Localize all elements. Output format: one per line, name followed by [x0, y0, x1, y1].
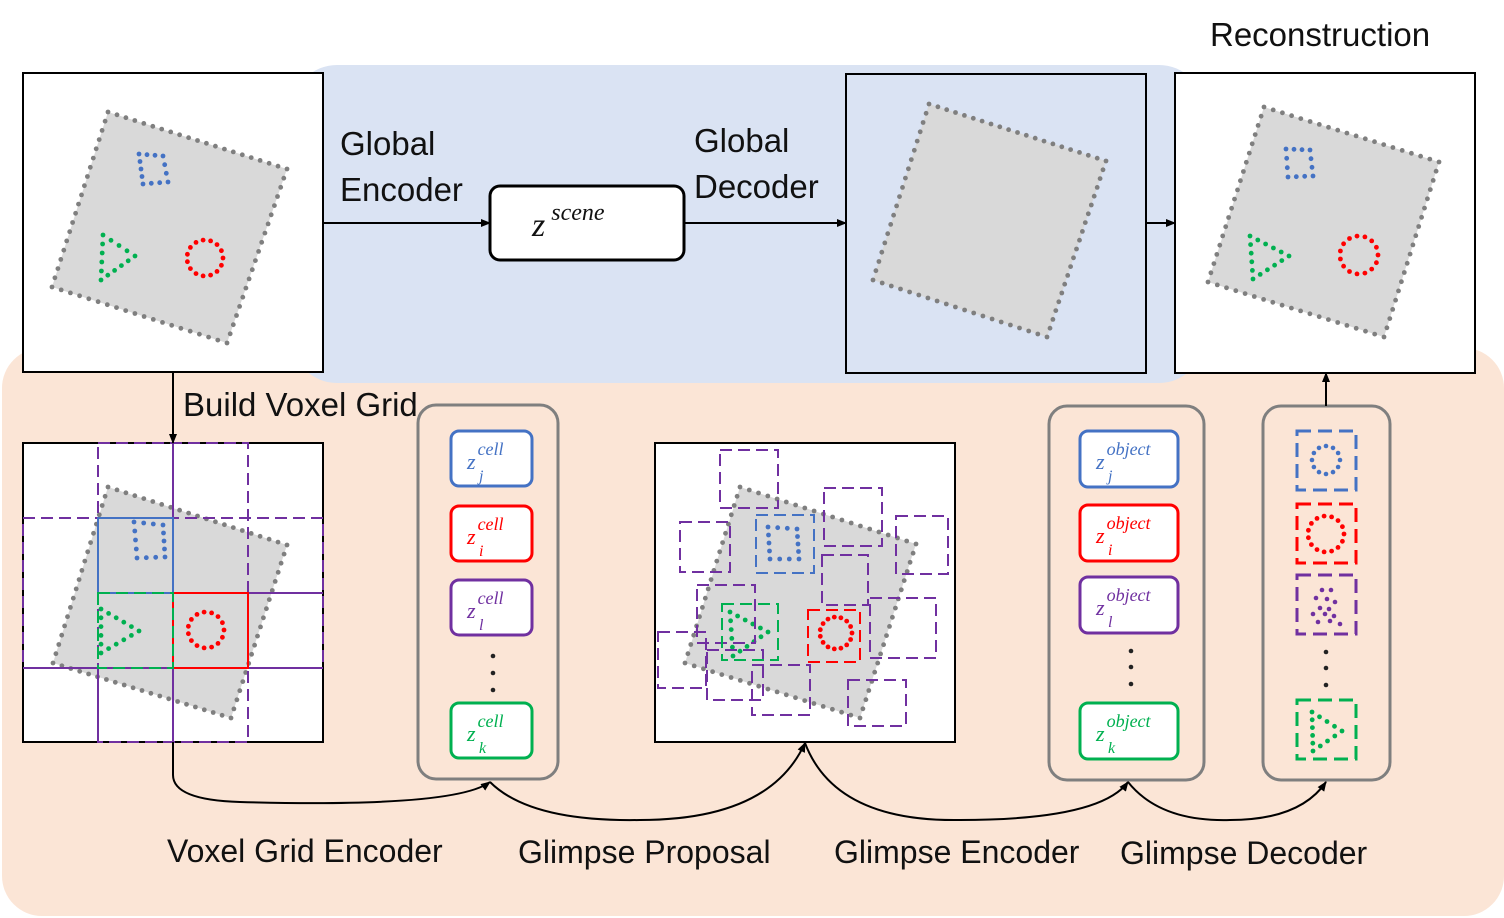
ellipsis-dots [490, 648, 1329, 693]
decoded-red-circle [1306, 513, 1347, 555]
green-triangle-object [98, 606, 142, 656]
proposal-box-blue [755, 514, 815, 574]
scene-border-dots [1205, 104, 1442, 340]
decoded-glimpse-blue [1295, 429, 1358, 492]
build-voxel-grid-label: Build Voxel Grid [183, 386, 418, 423]
arrow-glimpse-decoder [1127, 781, 1327, 822]
decoded-glimpse-red [1295, 502, 1358, 565]
proposal-box-green [721, 603, 779, 661]
glimpse-encoder-label: Glimpse Encoder [834, 834, 1080, 870]
proposal-box [823, 487, 883, 547]
glimpse-proposal-boxes [657, 449, 949, 727]
green-triangle-object [98, 232, 138, 283]
reconstruction-frame [1174, 72, 1476, 374]
glimpse-proposal-label: Glimpse Proposal [518, 834, 771, 870]
global-encoder-label-line1: Global [340, 125, 435, 162]
scene-background [53, 487, 287, 718]
decoded-glimpses [1295, 429, 1358, 761]
red-circle-object [186, 609, 227, 651]
blue-square-object [1283, 146, 1316, 180]
reconstruction-label: Reconstruction [1210, 16, 1430, 53]
voxel-grid-encoder-label: Voxel Grid Encoder [167, 833, 443, 869]
scene-border-dots [50, 484, 290, 721]
scene-background [873, 104, 1106, 337]
red-circle-object [1338, 233, 1381, 277]
blue-square-object [131, 519, 168, 561]
decoded-purple-noise [1310, 587, 1343, 627]
decoded-green-triangle [1309, 709, 1345, 754]
proposal-box [847, 679, 907, 727]
voxel-scene [50, 484, 290, 721]
decoded-blue-square [1309, 443, 1343, 477]
scene-border-dots [682, 484, 919, 721]
proposal-box [696, 584, 756, 644]
proposal-box [821, 554, 869, 606]
green-triangle-object [727, 609, 771, 659]
green-triangle-object [1247, 233, 1292, 282]
global-encoder-label-line2: Encoder [340, 171, 463, 208]
global-decoder-label-line1: Global [694, 122, 789, 159]
blue-square-object [136, 151, 171, 187]
scene-background [52, 112, 287, 343]
arrow-voxel-grid-encoder [172, 742, 491, 805]
scene-border-dots [870, 101, 1109, 340]
blue-square-object [765, 524, 802, 562]
proposal-box [895, 515, 949, 575]
glimpse-decoder-label: Glimpse Decoder [1120, 835, 1368, 871]
proposal-box [719, 449, 779, 509]
background-scene [870, 101, 1109, 340]
global-decoder-label-line2: Decoder [694, 168, 819, 205]
object-latent-container [1047, 404, 1206, 782]
arrow-glimpse-encoder [804, 742, 1129, 822]
proposal-box-red [807, 609, 861, 663]
proposal-box [869, 597, 937, 659]
arrows [169, 219, 1330, 822]
arrow-glimpse-proposal [489, 742, 806, 822]
red-circle-object [817, 614, 855, 652]
scene-border-dots [49, 109, 290, 346]
decoded-glimpse-purple [1295, 573, 1358, 636]
proposal-box [679, 521, 731, 573]
proposal-box [706, 649, 764, 701]
decoded-glimpse-green [1295, 698, 1358, 761]
cell-latent-container [416, 403, 560, 781]
red-circle-object [185, 237, 226, 279]
scene-background [1208, 107, 1439, 337]
proposal-box [751, 664, 811, 716]
voxel-cell-green [97, 592, 174, 669]
reconstructed-scene [1205, 104, 1442, 340]
input-scene [49, 109, 290, 346]
